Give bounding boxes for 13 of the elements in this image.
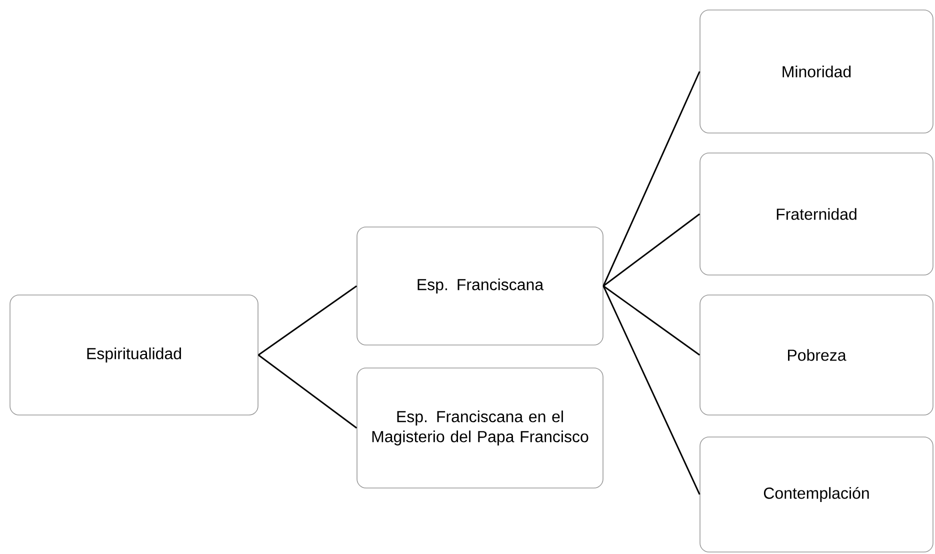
connector-line: [602, 213, 700, 287]
connector-line: [602, 286, 700, 495]
text-box: Espiritualidad: [10, 294, 258, 416]
text-box: Pobreza: [700, 294, 934, 416]
text-box: Esp. Franciscana: [356, 226, 604, 346]
connector-line: [258, 354, 358, 429]
connector-line: [602, 71, 700, 286]
text-box: Minoridad: [700, 10, 934, 134]
text-box: Contemplación: [700, 436, 934, 552]
connector-line: [258, 285, 358, 356]
connector-line: [602, 285, 700, 356]
text-box: Fraternidad: [700, 152, 934, 276]
text-box: Esp. Franciscana en el Magisterio del Papa Francisco: [356, 368, 604, 488]
